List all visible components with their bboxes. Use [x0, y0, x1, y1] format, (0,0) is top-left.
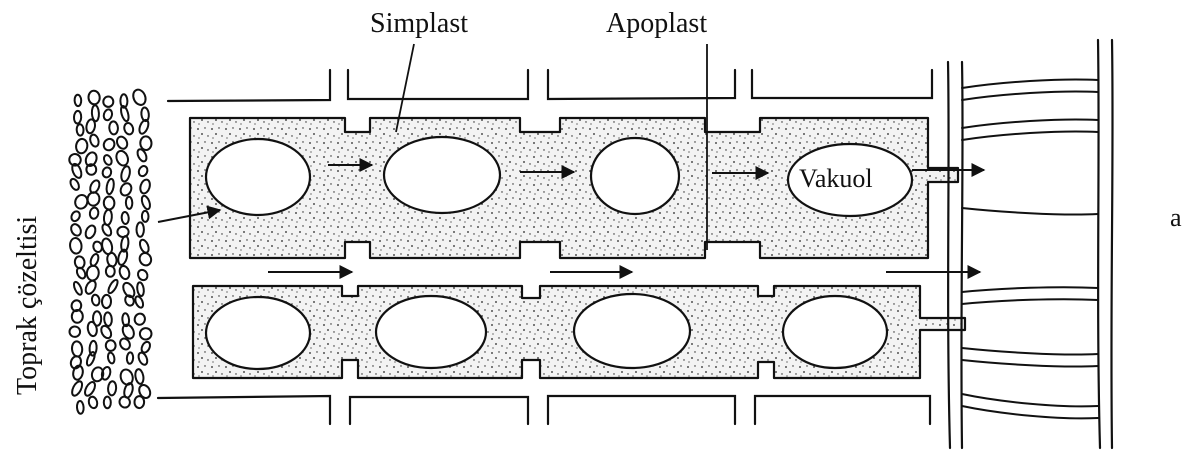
soil-particle — [69, 326, 81, 337]
vascular-walls — [948, 40, 1113, 448]
soil-particle — [88, 90, 100, 105]
soil-particle — [138, 119, 151, 135]
soil-particle — [77, 401, 84, 414]
soil-particle — [103, 108, 114, 121]
soil-particle — [71, 341, 82, 357]
soil-particle — [106, 178, 115, 194]
soil-particle — [123, 122, 134, 136]
soil-particle — [70, 380, 84, 397]
soil-particle — [102, 137, 117, 152]
soil-particle — [140, 136, 152, 150]
soil-particle — [121, 212, 129, 225]
soil-particle — [91, 294, 100, 306]
soil-particle — [74, 95, 81, 107]
soil-particle — [102, 166, 113, 178]
soil-particle — [69, 237, 82, 254]
soil-particle — [76, 124, 83, 136]
soil-particle — [119, 181, 134, 197]
soil-particle — [137, 165, 149, 178]
soil-particle — [134, 396, 144, 408]
soil-particles — [67, 88, 153, 414]
soil-particle — [136, 268, 149, 282]
soil-particle — [138, 238, 150, 253]
soil-particle — [85, 351, 96, 367]
soil-particle — [74, 111, 82, 124]
xylem-bands — [962, 79, 1098, 418]
soil-particle — [126, 197, 133, 209]
soil-particle — [72, 281, 83, 296]
soil-particle — [103, 209, 112, 225]
soil-particle — [106, 340, 116, 351]
soil-particle — [89, 207, 99, 219]
soil-particle — [120, 105, 130, 122]
soil-particle — [137, 222, 144, 236]
soil-particle — [114, 149, 130, 167]
soil-particle — [136, 282, 144, 297]
soil-particle — [106, 266, 115, 277]
soil-particle — [131, 88, 148, 107]
soil-particle — [108, 381, 117, 396]
label-simplast: Simplast — [370, 10, 468, 38]
soil-particle — [69, 178, 81, 192]
soil-particle — [138, 251, 153, 267]
soil-particle — [127, 352, 134, 364]
soil-particle — [139, 327, 153, 341]
soil-particle — [99, 324, 113, 340]
soil-particle — [70, 210, 82, 223]
soil-particle — [70, 163, 83, 180]
soil-particle — [75, 138, 88, 154]
soil-particle — [87, 321, 98, 337]
soil-particle — [73, 193, 89, 210]
outer-cell-walls-bottom — [158, 396, 930, 424]
soil-particle — [117, 249, 129, 266]
soil-particle — [69, 222, 83, 237]
soil-particle — [86, 265, 100, 281]
soil-particle — [85, 119, 95, 134]
label-apoplast: Apoplast — [606, 10, 707, 38]
soil-particle — [107, 252, 118, 267]
soil-particle — [133, 313, 146, 326]
soil-particle — [137, 351, 149, 366]
label-toprak-cozeltisi: Toprak çözeltisi — [14, 216, 42, 395]
soil-particle — [109, 121, 118, 135]
soil-particle — [89, 134, 100, 148]
soil-particle — [75, 266, 87, 280]
soil-particle — [103, 196, 114, 210]
soil-particle — [115, 135, 129, 150]
outer-cell-walls-top — [168, 70, 932, 101]
soil-particle — [139, 178, 152, 194]
soil-particle — [84, 224, 97, 240]
soil-particle — [83, 380, 97, 397]
soil-particle — [67, 152, 83, 168]
label-vakuol: Vakuol — [797, 166, 875, 192]
soil-particle — [142, 211, 149, 222]
soil-particle — [88, 396, 99, 409]
soil-particle — [84, 279, 98, 295]
label-right-edge-letter: a — [1170, 205, 1182, 231]
soil-particle — [134, 369, 144, 385]
soil-particle — [107, 279, 120, 295]
soil-particle — [104, 312, 113, 326]
soil-particle — [118, 265, 131, 281]
soil-particle — [102, 154, 113, 166]
soil-particle — [101, 223, 113, 237]
soil-particle — [89, 253, 100, 267]
soil-particle — [102, 295, 111, 309]
soil-particle — [134, 295, 145, 309]
soil-particle — [120, 165, 131, 182]
soil-particle — [140, 195, 151, 211]
soil-particle — [107, 352, 115, 364]
soil-particle — [137, 383, 152, 400]
soil-particle — [104, 397, 111, 409]
soil-particle — [103, 97, 113, 107]
